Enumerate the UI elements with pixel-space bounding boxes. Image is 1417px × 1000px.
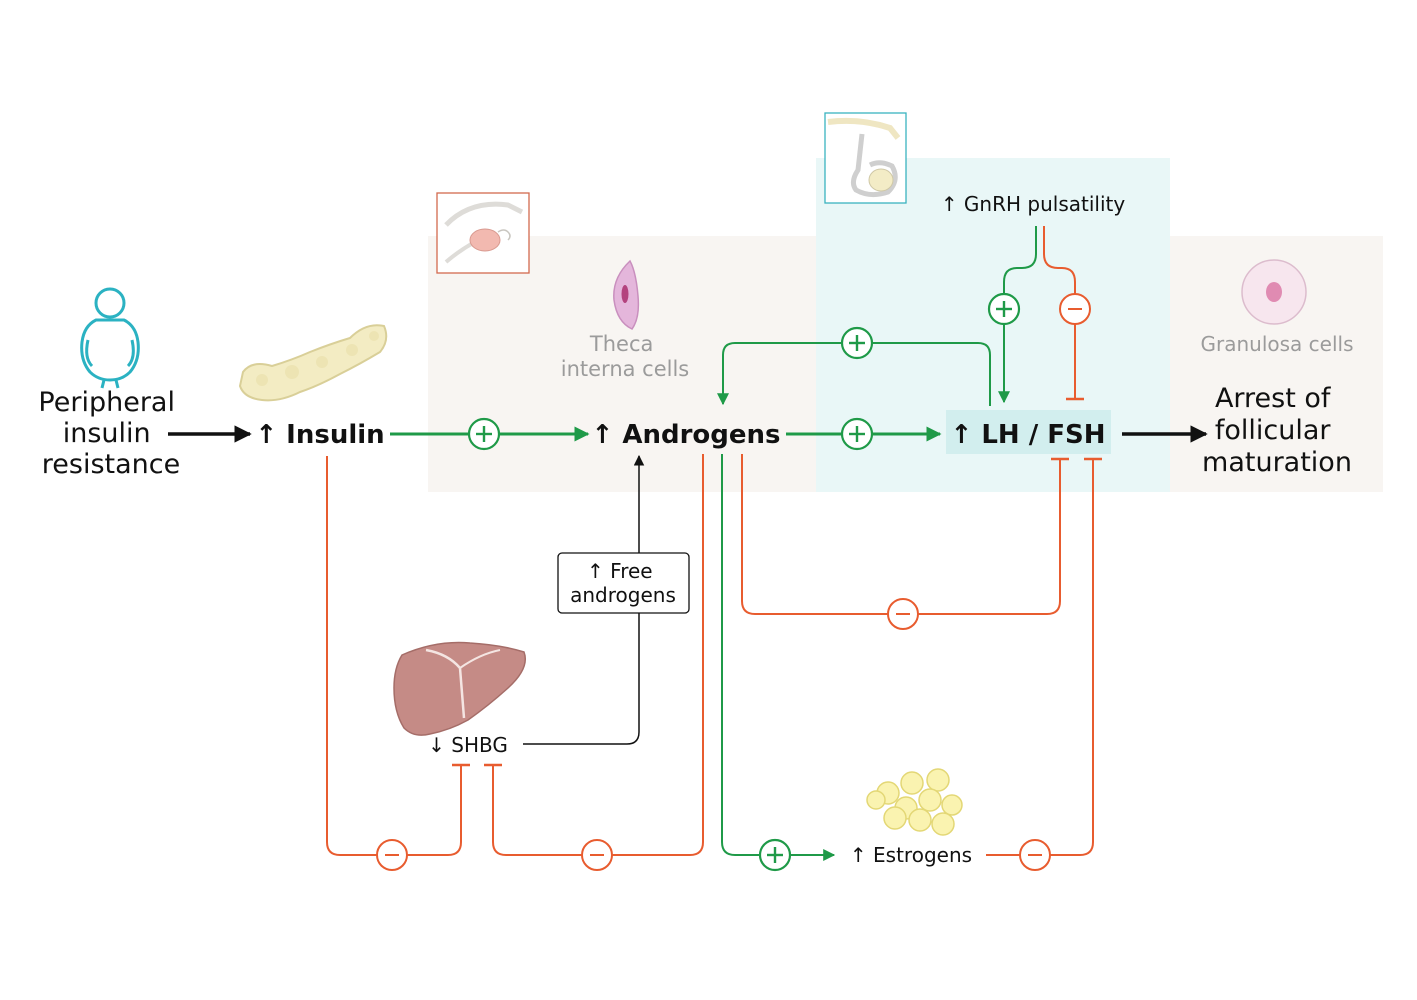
lh-fsh-highlight: [946, 410, 1111, 454]
stimulate-badge: [758, 838, 792, 872]
gnrh-label: ↑ GnRH pulsatility: [941, 192, 1126, 216]
inhibit-gnrh-to-lhfsh: [1043, 226, 1076, 398]
stimulate-badge: [467, 417, 501, 451]
stimulate-badge: [987, 292, 1021, 326]
granulosa-cell-icon: [1241, 259, 1307, 325]
granulosa-label: Granulosa cells: [1201, 332, 1354, 356]
lh-fsh-label: ↑ LH / FSH: [950, 420, 1105, 450]
adipose-icon: [866, 768, 963, 836]
stimulate-badge: [840, 417, 874, 451]
androgens-label: ↑ Androgens: [592, 420, 781, 450]
pancreas-icon: [238, 324, 388, 402]
liver-icon: [393, 641, 526, 736]
theca-cell-icon: [613, 259, 640, 330]
inhibit-estrogens-to-lhfsh: [986, 460, 1094, 856]
inhibit-badge: [376, 839, 408, 871]
inhibit-badge: [1059, 293, 1091, 325]
arrow-gnrh-to-lhfsh: [998, 226, 1037, 404]
inhibit-badge: [1019, 839, 1051, 871]
pituitary-thumbnail-icon: [824, 112, 907, 204]
peripheral-label: Peripheral insulin resistance: [38, 387, 183, 480]
inhibit-badge: [581, 839, 613, 871]
arrest-label: Arrest of follicular maturation: [1202, 383, 1352, 478]
arrow-shbg-to-androgens: [523, 454, 645, 745]
estrogens-label: ↑ Estrogens: [850, 843, 972, 867]
theca-label: Theca interna cells: [561, 332, 690, 381]
free-androgens-label: ↑ Free androgens: [570, 559, 676, 607]
insulin-label: ↑ Insulin: [255, 420, 384, 450]
person-icon: [80, 287, 140, 389]
arrow-androgens-to-estrogens: [721, 454, 836, 861]
shbg-label: ↓ SHBG: [428, 733, 508, 757]
stimulate-badge: [840, 326, 874, 360]
inhibit-badge: [887, 598, 919, 630]
free-androgens-box: [557, 552, 690, 614]
ovary-thumbnail-icon: [436, 192, 530, 274]
